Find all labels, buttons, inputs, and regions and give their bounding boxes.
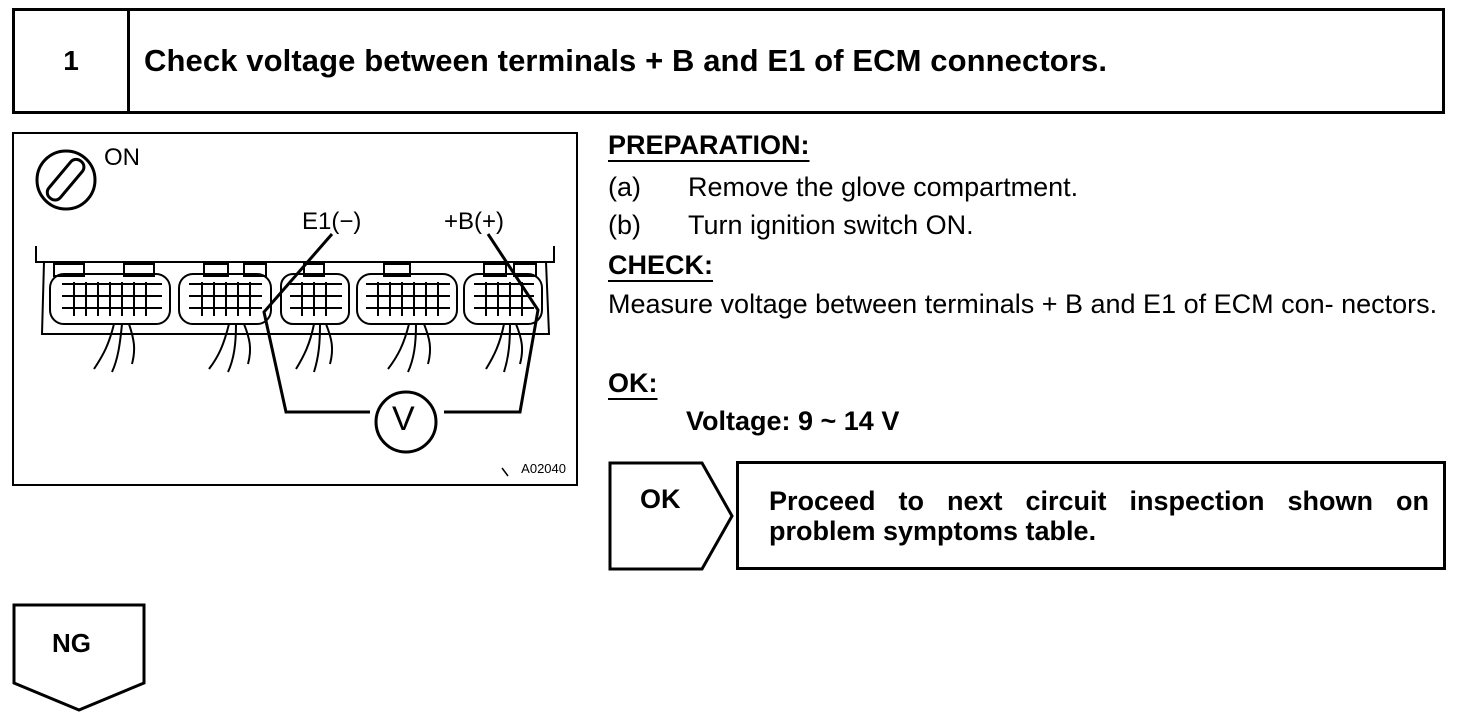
preparation-heading: PREPARATION: bbox=[608, 130, 810, 160]
ecm-connector-icon bbox=[35, 149, 555, 477]
voltmeter-icon bbox=[374, 390, 438, 454]
e1-terminal-label: E1(−) bbox=[302, 208, 362, 235]
ok-result-box: Proceed to next circuit inspection shown… bbox=[736, 461, 1446, 570]
connector-figure: ON E1(−) +B(+) V A02040 bbox=[12, 132, 578, 486]
ignition-switch-icon bbox=[35, 149, 97, 211]
step-number: 1 bbox=[15, 11, 130, 111]
check-text: Measure voltage between terminals + B an… bbox=[608, 289, 1438, 319]
figure-code: A02040 bbox=[521, 461, 566, 476]
step-header: 1 Check voltage between terminals + B an… bbox=[12, 8, 1445, 114]
prep-step-b-text: Turn ignition switch ON. bbox=[688, 210, 974, 240]
ignition-on-label: ON bbox=[104, 144, 140, 171]
prep-step-a-text: Remove the glove compartment. bbox=[688, 172, 1079, 202]
prep-step-b-letter: (b) bbox=[608, 210, 641, 240]
ng-arrow-icon bbox=[12, 603, 146, 712]
step-title: Check voltage between terminals + B and … bbox=[144, 43, 1108, 78]
ok-label: OK bbox=[640, 484, 681, 514]
b-terminal-label: +B(+) bbox=[444, 208, 505, 235]
check-heading: CHECK: bbox=[608, 250, 713, 280]
ng-label: NG bbox=[52, 628, 91, 658]
ok-spec: Voltage: 9 ~ 14 V bbox=[686, 406, 900, 436]
ok-arrow-icon bbox=[608, 461, 734, 571]
ok-heading: OK: bbox=[608, 368, 658, 398]
voltmeter-label: V bbox=[392, 400, 415, 438]
prep-step-a-letter: (a) bbox=[608, 172, 641, 202]
